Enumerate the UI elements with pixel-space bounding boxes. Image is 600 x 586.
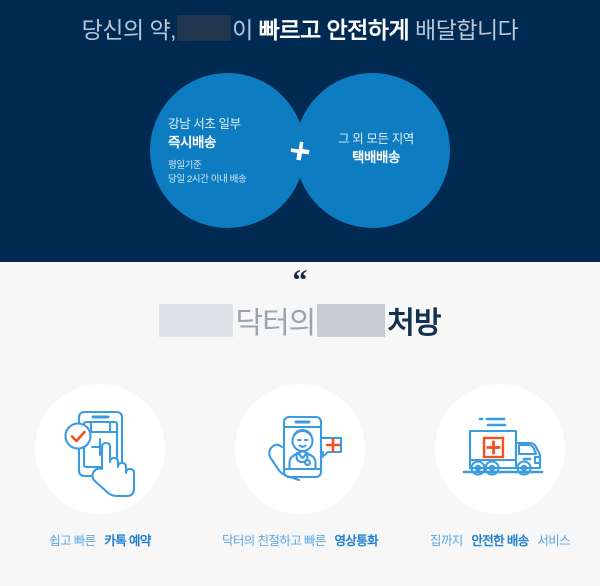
feature-caption-2: 닥터의 친절하고 빠른 영상통화 [221,530,379,549]
feature-caption-1-light: 쉽고 빠른 [49,534,96,548]
venn-left-note: 평일기준 당일 2시간 이내 배송 [168,159,247,188]
headline-emphasis: 빠르고 안전하게 [258,17,410,43]
venn-diagram: 강남 서초 일부 즉시배송 평일기준 당일 2시간 이내 배송 그 외 모든 지… [150,73,450,228]
phone-doctor-videocall-icon [248,395,352,504]
feature-item-kakao-reservation[interactable]: 쉽고 빠른 카톡 예약 [0,372,200,586]
feature-caption-3-light-pre: 집까지 [429,534,463,548]
feature-caption-2-light: 닥터의 친절하고 빠른 [221,534,326,548]
feature-caption-3: 집까지 안전한 배송 서비스 [429,530,571,549]
venn-right-text-group: 그 외 모든 지역 택배배송 [322,131,430,167]
feature-badge-3 [435,384,565,514]
feature-caption-1-bold: 카톡 예약 [104,534,151,548]
plus-cross-icon [289,139,311,162]
quote-redaction-block-2 [317,303,386,337]
headline-part2: 이 [232,17,253,43]
venn-left-note-line1: 평일기준 [168,160,202,172]
headline-part1: 당신의 약, [81,17,177,43]
venn-left-text-group: 강남 서초 일부 즉시배송 평일기준 당일 2시간 이내 배송 [168,116,247,188]
feature-caption-1: 쉽고 빠른 카톡 예약 [49,530,151,549]
hero-section: 당신의 약, 이 빠르고 안전하게 배달합니다 강남 서초 일부 즉시배송 평일… [0,0,600,262]
quote-mark-icon: “ [292,264,308,297]
feature-badge-2 [235,384,365,514]
venn-left-note-line2: 당일 2시간 이내 배송 [168,174,247,186]
headline-part3: 배달합니다 [415,17,519,43]
venn-circle-parcel-delivery [295,73,450,228]
venn-right-service: 택배배송 [351,149,401,165]
venn-left-region: 강남 서초 일부 [168,117,241,131]
phone-calendar-check-tap-icon [48,395,152,504]
venn-left-service: 즉시배송 [168,134,217,150]
feature-caption-3-light-post: 서비스 [537,534,571,548]
features-section: 쉽고 빠른 카톡 예약 [0,372,600,586]
venn-right-region: 그 외 모든 지역 [338,132,414,146]
quote-redaction-block-1 [159,303,234,337]
feature-item-video-call[interactable]: 닥터의 친절하고 빠른 영상통화 [200,372,400,586]
feature-caption-2-bold: 영상통화 [334,534,379,548]
hero-headline: 당신의 약, 이 빠르고 안전하게 배달합니다 [0,0,600,56]
quote-section: “ 닥터의 처방 [0,262,600,372]
feature-item-safe-delivery[interactable]: 집까지 안전한 배송 서비스 [400,372,600,586]
venn-circle-immediate-delivery [150,73,305,228]
headline-redaction-block [177,15,232,41]
quote-heading-emphasis: 처방 [387,307,441,340]
quote-heading: 닥터의 처방 [0,298,600,342]
delivery-truck-medical-icon [448,395,552,504]
feature-caption-3-bold: 안전한 배송 [471,534,529,548]
quote-heading-middle: 닥터의 [235,307,316,340]
feature-badge-1 [35,384,165,514]
